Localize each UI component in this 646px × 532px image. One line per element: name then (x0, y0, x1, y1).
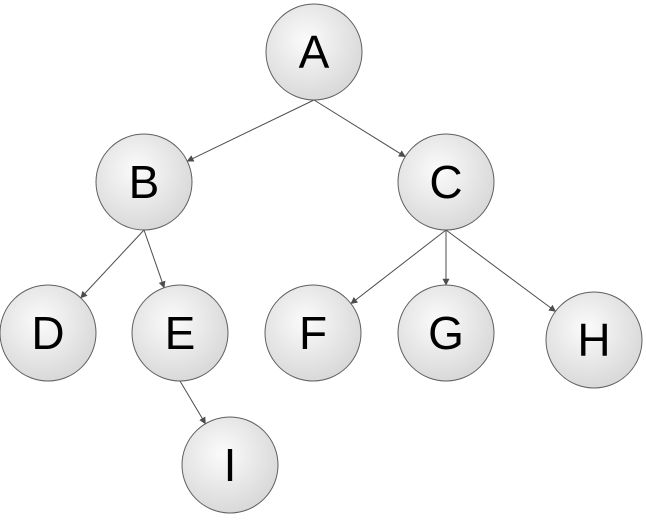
node-circle-b (95, 133, 193, 231)
node-b: B (95, 133, 193, 231)
node-g: G (397, 284, 495, 382)
edge-e-to-i (179, 380, 206, 425)
edge-c-to-h (445, 229, 557, 312)
node-f: F (264, 284, 362, 382)
edges-layer (80, 99, 557, 425)
node-label-i: I (224, 439, 237, 491)
node-a: A (265, 3, 363, 101)
node-circle-i (181, 416, 279, 514)
node-i: I (181, 416, 279, 514)
node-label-c: C (429, 156, 462, 208)
edge-a-to-c (313, 99, 406, 158)
node-label-b: B (129, 156, 160, 208)
node-label-f: F (299, 307, 327, 359)
node-label-a: A (299, 26, 330, 78)
node-circle-e (131, 284, 229, 382)
node-label-h: H (577, 314, 610, 366)
node-h: H (545, 291, 643, 389)
edge-a-to-b (186, 99, 315, 162)
edge-b-to-d (80, 229, 145, 299)
node-e: E (131, 284, 229, 382)
node-label-g: G (428, 307, 464, 359)
edge-b-to-e (143, 229, 166, 289)
node-circle-f (264, 284, 362, 382)
node-circle-c (397, 133, 495, 231)
node-label-d: D (31, 307, 64, 359)
node-c: C (397, 133, 495, 231)
node-circle-a (265, 3, 363, 101)
node-circle-d (0, 284, 97, 382)
node-label-e: E (165, 307, 196, 359)
node-circle-g (397, 284, 495, 382)
edge-c-to-f (350, 229, 447, 305)
nodes-layer: A B C D E F G H I (0, 3, 643, 514)
node-d: D (0, 284, 97, 382)
node-circle-h (545, 291, 643, 389)
